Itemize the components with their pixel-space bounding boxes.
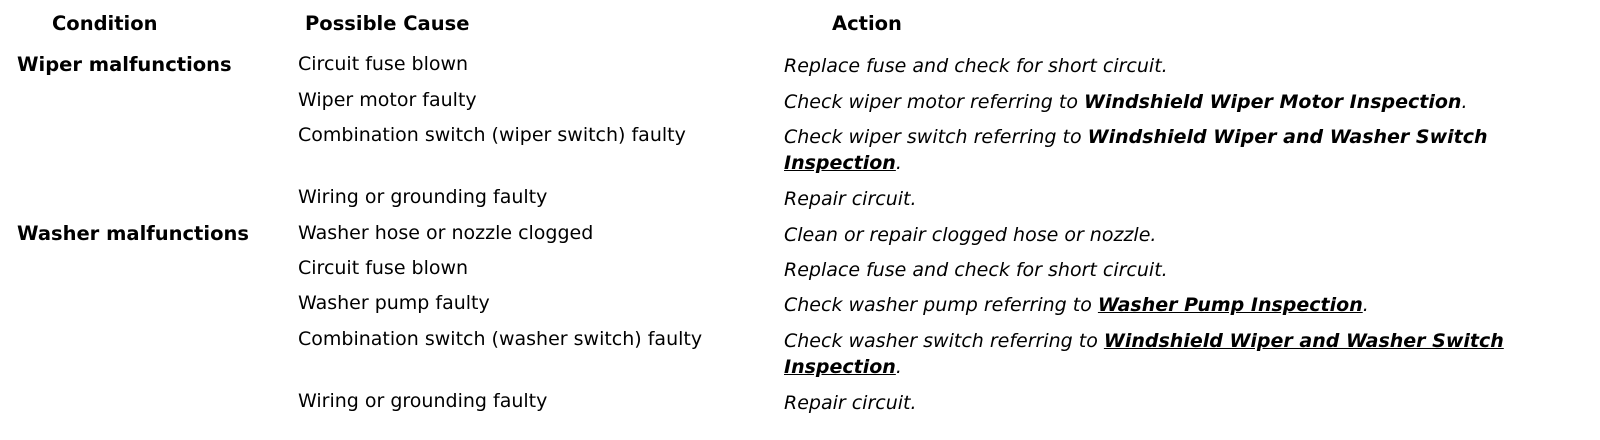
action-text-end: . [895,152,902,174]
cause-cell: Wiring or grounding faulty [298,186,548,208]
reference-windshield-wiper-motor-inspection: Windshield Wiper Motor Inspection [1084,91,1462,113]
action-text-end: . [1362,294,1369,316]
action-cell: Repair circuit. [784,390,1584,416]
action-cell: Check washer switch referring to Windshi… [784,328,1584,380]
action-cell: Replace fuse and check for short circuit… [784,257,1584,283]
header-action: Action [832,12,902,35]
cause-cell: Washer pump faulty [298,292,490,314]
action-cell: Check wiper motor referring to Windshiel… [784,89,1584,115]
action-text-end: . [895,356,902,378]
link-wiper-washer-switch-inspection[interactable]: Windshield Wiper and Washer Switch [1103,330,1504,352]
action-text: Check wiper motor referring to [784,91,1085,113]
cause-cell: Circuit fuse blown [298,53,469,75]
action-text-end: . [1461,91,1468,113]
action-text: Check washer pump referring to [784,294,1098,316]
cause-cell: Combination switch (washer switch) fault… [298,328,703,350]
action-text: Replace fuse and check for short circuit… [784,259,1168,281]
action-text: Check washer switch referring to [784,330,1104,352]
condition-cell: Washer malfunctions [17,222,249,245]
action-cell: Repair circuit. [784,186,1584,212]
action-text: Replace fuse and check for short circuit… [784,55,1168,77]
cause-cell: Circuit fuse blown [298,257,469,279]
action-text: Clean or repair clogged hose or nozzle. [784,224,1157,246]
header-condition: Condition [52,12,158,35]
cause-cell: Wiring or grounding faulty [298,390,548,412]
link-inspection[interactable]: Inspection [784,152,896,174]
action-cell: Check wiper switch referring to Windshie… [784,124,1584,176]
action-text: Repair circuit. [784,392,917,414]
action-cell: Clean or repair clogged hose or nozzle. [784,222,1584,248]
cause-cell: Washer hose or nozzle clogged [298,222,594,244]
cause-cell: Wiper motor faulty [298,89,477,111]
action-text: Check wiper switch referring to [784,126,1088,148]
header-possible-cause: Possible Cause [305,12,470,35]
action-cell: Replace fuse and check for short circuit… [784,53,1584,79]
action-text: Repair circuit. [784,188,917,210]
cause-cell: Combination switch (wiper switch) faulty [298,124,686,146]
link-washer-pump-inspection[interactable]: Washer Pump Inspection [1097,294,1363,316]
condition-cell: Wiper malfunctions [17,53,232,76]
action-cell: Check washer pump referring to Washer Pu… [784,292,1584,318]
link-inspection[interactable]: Inspection [784,356,896,378]
reference-wiper-washer-switch-inspection: Windshield Wiper and Washer Switch [1087,126,1488,148]
